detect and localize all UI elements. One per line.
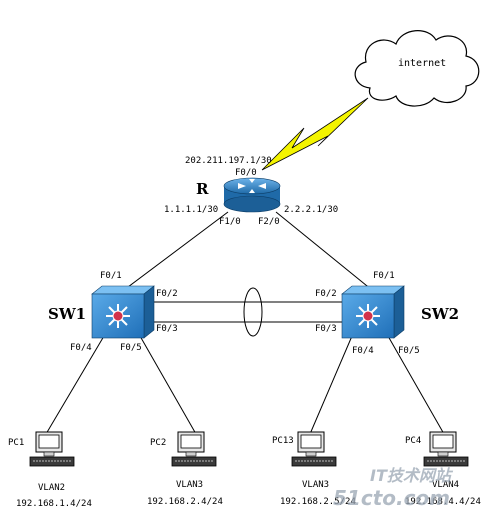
- router-left-ip: 1.1.1.1/30: [164, 205, 219, 215]
- pc13-ip: 192.168.2.5/24: [280, 497, 356, 507]
- sw1-trunk-a-port: F0/2: [156, 289, 178, 299]
- sw2-pc3-port: F0/4: [352, 346, 374, 356]
- sw2-trunk-a-port: F0/2: [315, 289, 337, 299]
- sw1-multilayer-switch-icon: [91, 285, 155, 339]
- watermark-line1: IT技术网站: [370, 466, 451, 485]
- link-r-sw2: [275, 211, 373, 291]
- sw1-pc2-port: F0/5: [120, 343, 142, 353]
- pc2-name: PC2: [150, 438, 167, 448]
- sw1-name: SW1: [48, 305, 87, 323]
- pc1-computer-icon: [29, 431, 75, 467]
- pc4-name: PC4: [405, 436, 422, 446]
- router-port-right: F2/0: [258, 217, 280, 227]
- pc4-computer-icon: [423, 431, 469, 467]
- pc2-vlan: VLAN3: [176, 480, 204, 490]
- link-r-sw1: [123, 211, 229, 291]
- pc1-vlan: VLAN2: [38, 483, 66, 493]
- pc13-computer-icon: [291, 431, 337, 467]
- pc4-ip: 192.168.4.4/24: [405, 497, 481, 507]
- sw1-trunk-b-port: F0/3: [156, 324, 178, 334]
- pc1-name: PC1: [8, 438, 25, 448]
- router-wan-ip: 202.211.197.1/30: [185, 156, 272, 166]
- pc4-vlan: VLAN4: [432, 480, 460, 490]
- pc13-name: PC13: [272, 436, 294, 446]
- sw2-multilayer-switch-icon: [341, 285, 405, 339]
- pc13-vlan: VLAN3: [302, 480, 330, 490]
- link-sw1-pc2: [139, 335, 197, 435]
- internet-cloud-icon: [354, 30, 480, 107]
- link-sw1-pc1: [45, 335, 105, 435]
- link-sw2-pc4: [387, 335, 445, 435]
- wan-lightning-link-icon: [261, 97, 369, 171]
- sw2-pc4-port: F0/5: [398, 346, 420, 356]
- pc2-computer-icon: [171, 431, 217, 467]
- etherchannel-ellipse: [243, 287, 263, 337]
- router-port-left: F1/0: [219, 217, 241, 227]
- sw1-pc1-port: F0/4: [70, 343, 92, 353]
- sw2-uplink-port: F0/1: [373, 271, 395, 281]
- router-wan-port: F0/0: [235, 168, 257, 178]
- router-right-ip: 2.2.2.1/30: [284, 205, 339, 215]
- sw2-name: SW2: [421, 305, 460, 323]
- cloud-label: internet: [398, 58, 447, 69]
- link-sw2-pc3: [309, 335, 353, 435]
- router-icon: [223, 177, 281, 213]
- sw2-trunk-b-port: F0/3: [315, 324, 337, 334]
- watermark-line2: 51cto.com: [333, 486, 451, 510]
- pc1-ip: 192.168.1.4/24: [16, 499, 92, 509]
- sw1-uplink-port: F0/1: [100, 271, 122, 281]
- pc2-ip: 192.168.2.4/24: [147, 497, 223, 507]
- router-name: R: [196, 180, 209, 198]
